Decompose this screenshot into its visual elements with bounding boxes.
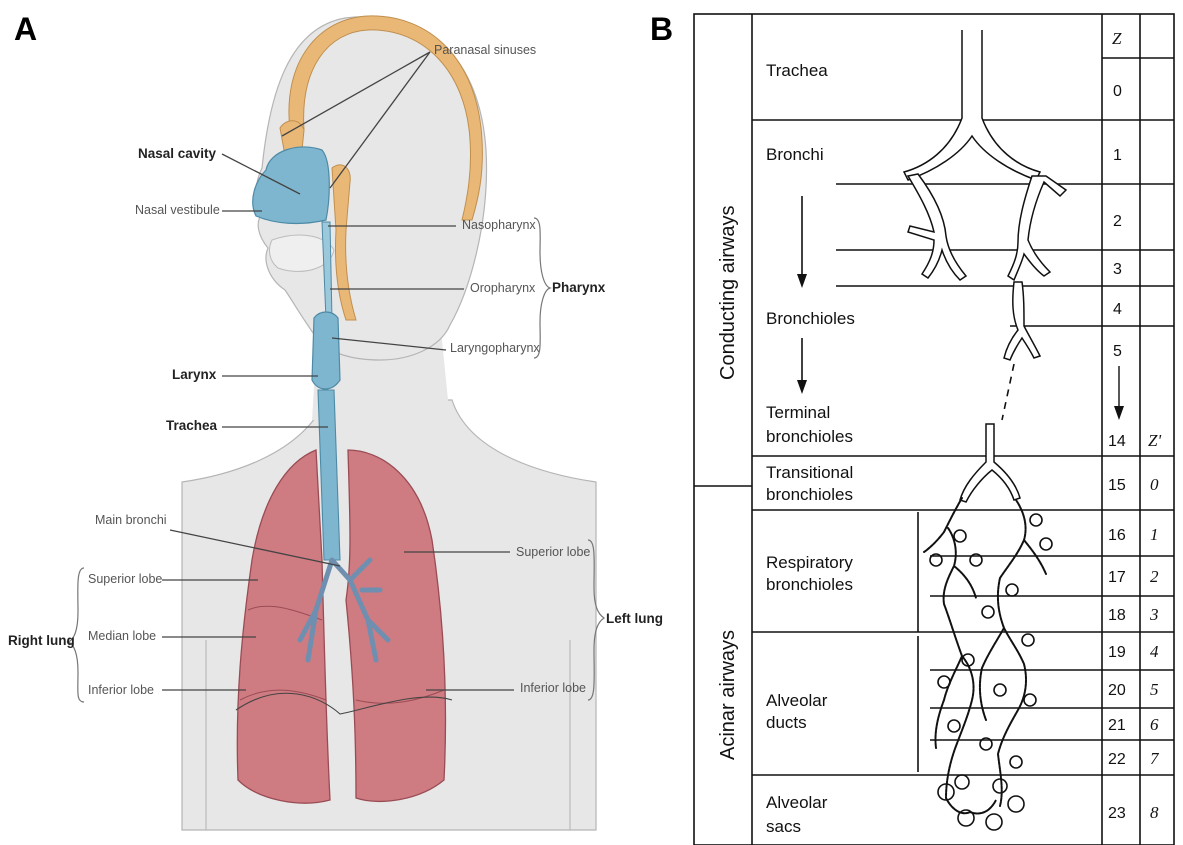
zprime-value-6: 6 xyxy=(1150,715,1159,734)
arrow-bronchi-to-bronchioles xyxy=(797,196,807,288)
zprime-value-8: 8 xyxy=(1150,803,1159,822)
z-value-21: 21 xyxy=(1108,717,1126,734)
label-nasal-cavity: Nasal cavity xyxy=(138,146,217,161)
panel-a-anatomy xyxy=(182,16,596,830)
z-value-0: 0 xyxy=(1113,83,1122,100)
label-bronchioles: Bronchioles xyxy=(766,309,855,328)
z-value-4: 4 xyxy=(1113,301,1122,318)
tree-terminal xyxy=(960,424,1020,502)
z-value-3: 3 xyxy=(1113,261,1122,278)
label-alveolar-ducts-2: ducts xyxy=(766,713,807,732)
tree-dashed-gap xyxy=(1002,364,1014,420)
z-value-2: 2 xyxy=(1113,213,1122,230)
label-superior-lobe-right: Superior lobe xyxy=(88,572,162,586)
label-trachea: Trachea xyxy=(166,418,218,433)
tree-acinar-left xyxy=(924,498,996,814)
label-conducting-airways: Conducting airways xyxy=(717,205,739,380)
z-value-20: 20 xyxy=(1108,682,1126,699)
z-header: Z xyxy=(1112,29,1122,48)
label-paranasal-sinuses: Paranasal sinuses xyxy=(434,43,536,57)
z-value-14: 14 xyxy=(1108,433,1126,450)
larynx-shape xyxy=(312,312,340,389)
label-median-lobe: Median lobe xyxy=(88,629,156,643)
z-value-22: 22 xyxy=(1108,751,1126,768)
label-transitional-1: Transitional xyxy=(766,463,853,482)
label-right-lung: Right lung xyxy=(8,633,75,648)
z-value-15: 15 xyxy=(1108,477,1126,494)
zprime-header: Z' xyxy=(1148,431,1161,450)
tree-right-bronchus xyxy=(1008,176,1066,280)
arrow-z5-to-z14 xyxy=(1114,366,1124,420)
label-trachea-b: Trachea xyxy=(766,61,828,80)
brace-pharynx xyxy=(534,218,550,358)
zprime-value-3: 3 xyxy=(1149,605,1159,624)
label-inferior-lobe-right: Inferior lobe xyxy=(88,683,154,697)
tree-acinar-right xyxy=(980,500,1046,806)
z-value-1: 1 xyxy=(1113,147,1122,164)
label-transitional-2: bronchioles xyxy=(766,485,853,504)
label-respiratory-2: bronchioles xyxy=(766,575,853,594)
label-nasopharynx: Nasopharynx xyxy=(462,218,536,232)
panel-a-letter: A xyxy=(14,11,37,47)
zprime-value-0: 0 xyxy=(1150,475,1159,494)
airway-branching-tree xyxy=(904,30,1066,830)
tree-trachea xyxy=(904,30,1040,180)
z-value-18: 18 xyxy=(1108,607,1126,624)
label-larynx: Larynx xyxy=(172,367,217,382)
z-value-17: 17 xyxy=(1108,569,1126,586)
zprime-value-5: 5 xyxy=(1150,680,1159,699)
zprime-value-1: 1 xyxy=(1150,525,1159,544)
z-value-19: 19 xyxy=(1108,644,1126,661)
label-laryngopharynx: Laryngopharynx xyxy=(450,341,540,355)
zprime-value-7: 7 xyxy=(1150,749,1160,768)
label-nasal-vestibule: Nasal vestibule xyxy=(135,203,220,217)
label-alveolar-sacs-1: Alveolar xyxy=(766,793,828,812)
label-pharynx: Pharynx xyxy=(552,280,606,295)
label-superior-lobe-left: Superior lobe xyxy=(516,545,590,559)
label-bronchi: Bronchi xyxy=(766,145,824,164)
label-inferior-lobe-left: Inferior lobe xyxy=(520,681,586,695)
z-value-5: 5 xyxy=(1113,343,1122,360)
z-value-23: 23 xyxy=(1108,805,1126,822)
label-terminal-1: Terminal xyxy=(766,403,830,422)
tree-left-bronchus xyxy=(908,174,966,280)
label-respiratory-1: Respiratory xyxy=(766,553,853,572)
label-acinar-airways: Acinar airways xyxy=(717,630,739,760)
label-main-bronchi: Main bronchi xyxy=(95,513,167,527)
label-oropharynx: Oropharynx xyxy=(470,281,536,295)
label-terminal-2: bronchioles xyxy=(766,427,853,446)
z-value-16: 16 xyxy=(1108,527,1126,544)
panel-b-letter: B xyxy=(650,11,673,47)
zprime-value-4: 4 xyxy=(1150,642,1159,661)
tree-bronchioles xyxy=(1004,282,1040,360)
label-alveolar-sacs-2: sacs xyxy=(766,817,801,836)
panel-b-table: Conducting airways Acinar airways Trache… xyxy=(694,14,1174,845)
arrow-bronchioles-to-terminal xyxy=(797,338,807,394)
label-alveolar-ducts-1: Alveolar xyxy=(766,691,828,710)
label-left-lung: Left lung xyxy=(606,611,663,626)
zprime-value-2: 2 xyxy=(1150,567,1159,586)
alveolar-bumps xyxy=(930,514,1052,830)
